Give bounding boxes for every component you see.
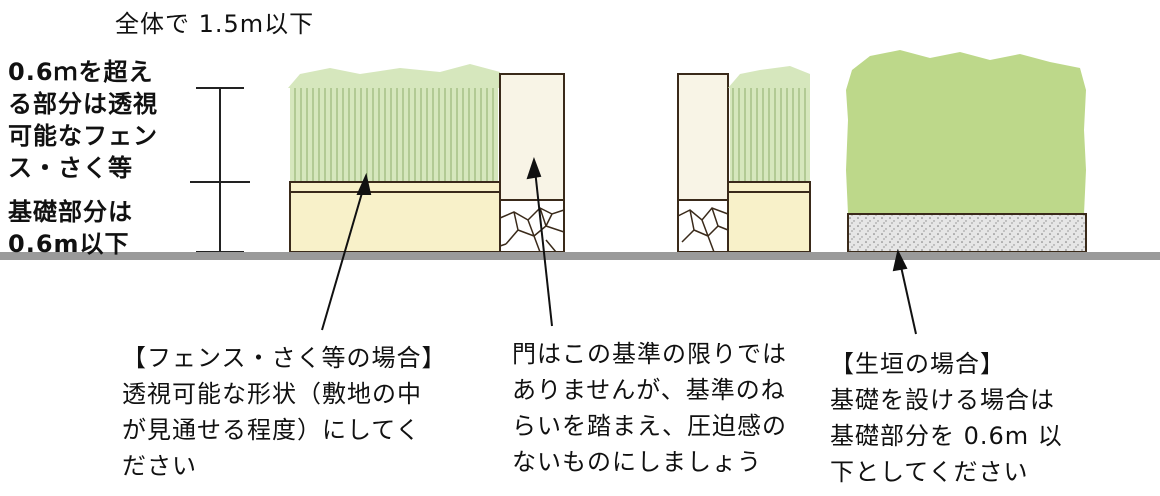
hedge-base — [847, 213, 1087, 253]
hedge-callout-line: 基礎部分を 0.6m 以 — [830, 422, 1063, 450]
fence-callout: 【フェンス・さく等の場合】 透視可能な形状（敷地の中 が見通せる程度）にしてく … — [122, 340, 447, 484]
hedge — [846, 50, 1086, 214]
fence-callout-line: ださい — [122, 452, 197, 480]
hedge-callout-line: 【生垣の場合】 — [830, 350, 1005, 378]
gate-stone-pattern-2 — [677, 207, 729, 253]
upper-part-label: 0.6ｍを超え る部分は透視 可能なフェン ス・さく等 — [8, 56, 158, 184]
fence-base-2 — [727, 191, 811, 253]
see-through-fence-2 — [730, 88, 810, 182]
gate-stone-base — [499, 199, 565, 253]
base-part-line: 0.6m以下 — [8, 230, 130, 258]
see-through-fence — [290, 88, 498, 182]
fence-callout-line: が見通せる程度）にしてく — [122, 416, 421, 444]
gate-callout-line: らいを踏まえ、圧迫感の — [512, 412, 787, 440]
upper-part-line: 0.6ｍを超え — [8, 58, 154, 86]
hedge-callout: 【生垣の場合】 基礎を設ける場合は 基礎部分を 0.6m 以 下としてください — [830, 346, 1063, 490]
total-height-label: 全体で 1.5m以下 — [115, 10, 315, 38]
upper-part-line: ス・さく等 — [8, 154, 133, 182]
gate-callout-line: 門はこの基準の限りでは — [512, 340, 787, 368]
gate-callout: 門はこの基準の限りでは ありませんが、基準のね らいを踏まえ、圧迫感の ないもの… — [512, 336, 787, 480]
fence-callout-line: 透視可能な形状（敷地の中 — [122, 380, 422, 408]
base-part-line: 基礎部分は — [8, 198, 133, 226]
hedge-callout-line: 基礎を設ける場合は — [830, 386, 1055, 414]
fence-callout-line: 【フェンス・さく等の場合】 — [122, 344, 447, 372]
height-dimension — [190, 87, 250, 253]
pointer-gate — [526, 157, 553, 327]
fence-base — [289, 191, 501, 253]
gate-callout-line: ありませんが、基準のね — [512, 376, 786, 404]
fence-foliage-2 — [728, 66, 810, 88]
gate-stone-base-2 — [677, 199, 729, 253]
upper-part-line: 可能なフェン — [8, 122, 158, 150]
gate-callout-line: ないものにしましょう — [512, 448, 762, 476]
base-part-label: 基礎部分は 0.6m以下 — [8, 196, 133, 260]
fence-foliage — [288, 64, 500, 88]
fence-rail-2 — [727, 181, 811, 193]
ground-line — [0, 252, 1160, 260]
gate-pillar-2 — [677, 73, 729, 201]
pointer-hedge — [892, 249, 917, 335]
fence-rail — [289, 181, 501, 193]
gate-pillar — [499, 73, 565, 201]
pointer-fence — [321, 172, 372, 331]
hedge-callout-line: 下としてください — [830, 458, 1029, 486]
upper-part-line: る部分は透視 — [8, 90, 158, 118]
gate-stone-pattern — [499, 207, 565, 253]
